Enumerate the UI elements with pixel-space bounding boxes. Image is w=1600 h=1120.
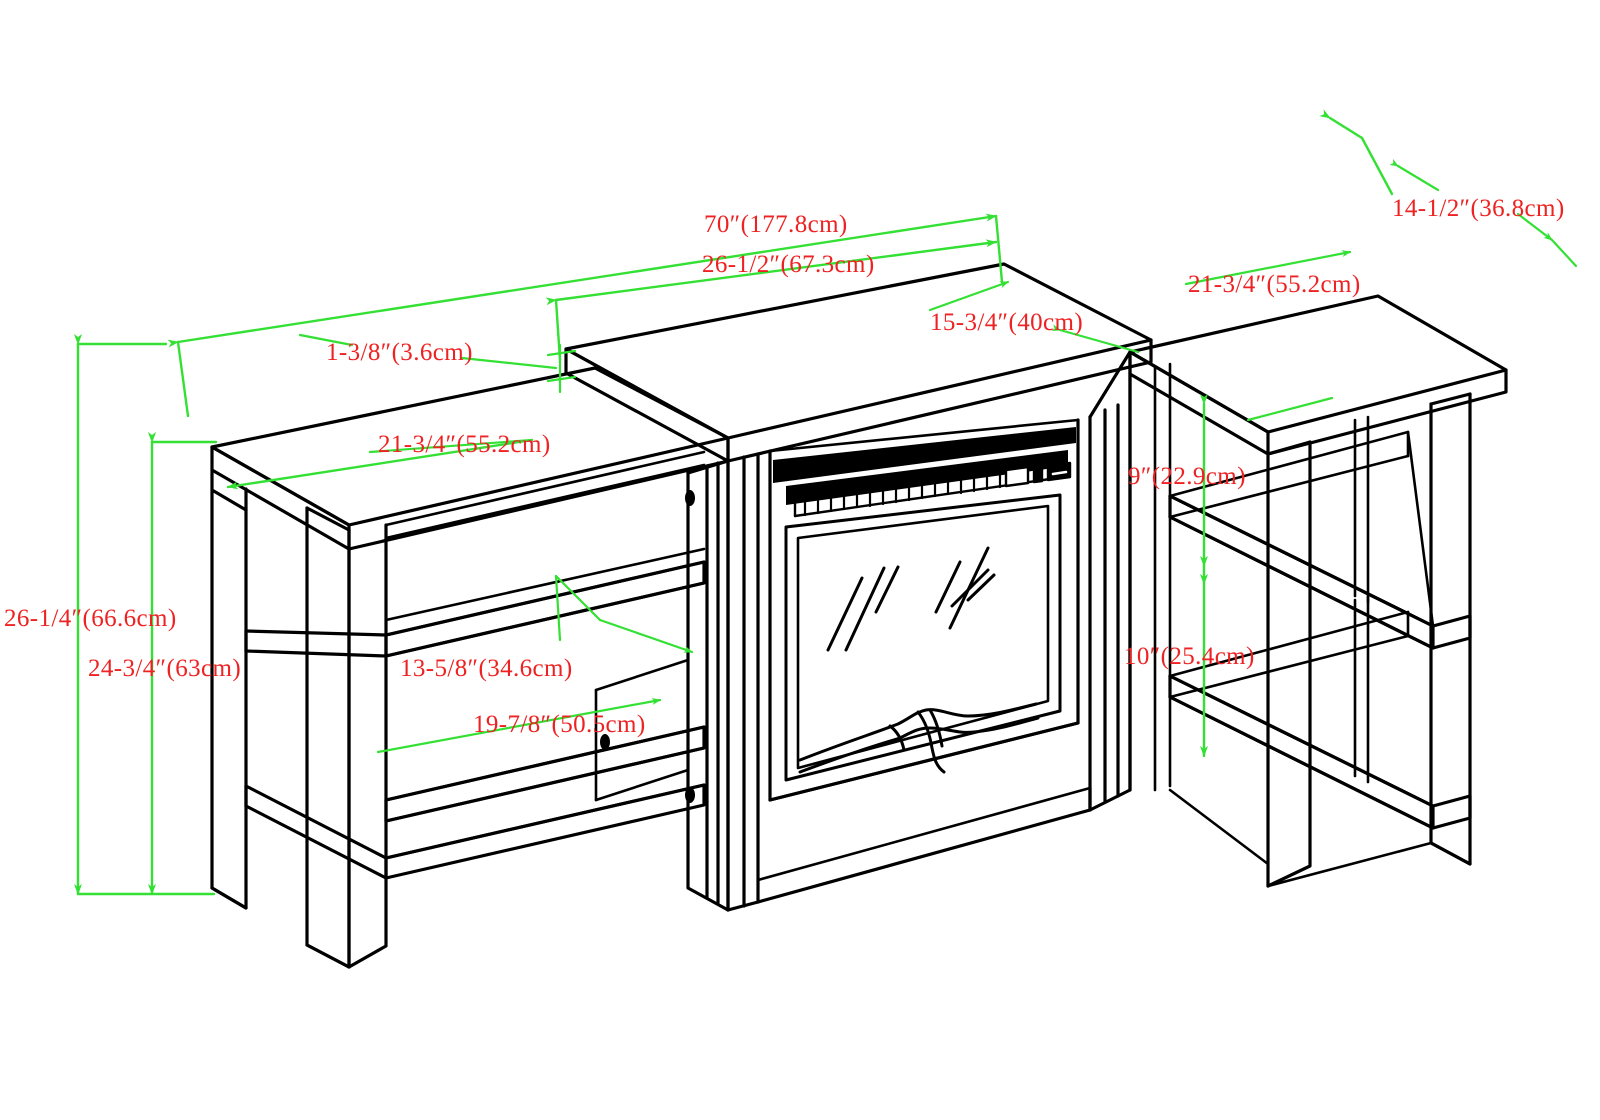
dimension-label-left-shelf-width: 19-7/8″(50.5cm): [473, 711, 646, 738]
center-fireplace-section: [564, 262, 1153, 912]
dimension-label-right-upper-shelf-height: 9″(22.9cm): [1128, 463, 1246, 490]
fireplace-log-bed: [798, 702, 1040, 774]
control-panel: [1004, 461, 1072, 488]
fireplace-glass-panel: [784, 493, 1062, 782]
dimension-label-top-thickness: 1-3/8″(3.6cm): [326, 339, 473, 366]
dimension-label-center-section-width: 26-1/2″(67.3cm): [702, 251, 875, 278]
dimension-label-left-top-width: 21-3/4″(55.2cm): [378, 431, 551, 458]
dimension-label-overall-width: 70″(177.8cm): [704, 211, 848, 238]
dimension-label-right-top-depth: 14-1/2″(36.8cm): [1392, 195, 1565, 222]
glass-reflection-highlights: [826, 546, 996, 652]
left-cabinet-door-lines: [594, 658, 690, 802]
dimension-label-right-lower-shelf-height: 10″(25.4cm): [1124, 643, 1255, 670]
cabinet-hinge-marks: [600, 490, 695, 803]
right-cabinet: [1128, 294, 1508, 888]
dimension-label-center-top-depth: 15-3/4″(40cm): [930, 309, 1084, 336]
dimension-label-right-top-width: 21-3/4″(55.2cm): [1188, 271, 1361, 298]
dimension-label-overall-height: 26-1/4″(66.6cm): [4, 605, 177, 632]
dimension-label-body-height: 24-3/4″(63cm): [88, 655, 242, 682]
dimension-lines: [74, 109, 1578, 896]
dimension-label-left-shelf-height: 13-5/8″(34.6cm): [400, 655, 573, 682]
